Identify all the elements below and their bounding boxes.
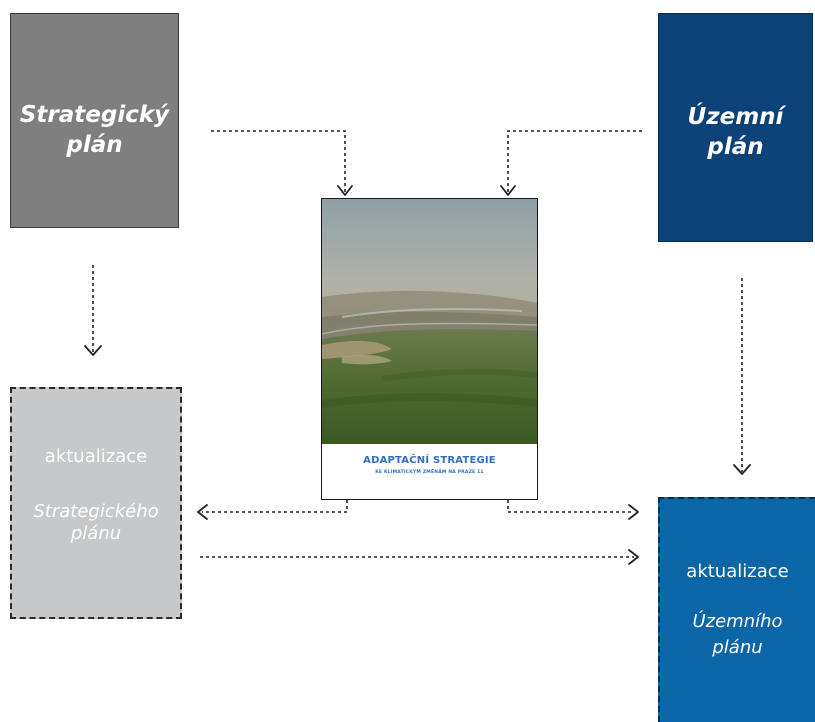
arrowhead-right-update-territorial-lower <box>628 549 639 565</box>
update-strategic-label-line2: Strategického <box>33 501 159 522</box>
arrow-cover-to-update-strategic <box>202 500 348 513</box>
arrowhead-left-update-strategic <box>197 504 208 520</box>
update-territorial-plan-box: aktualizace Územního plánu <box>658 497 815 722</box>
arrowhead-down-update-territorial <box>733 464 751 475</box>
territorial-plan-label-line1: Územní <box>687 104 784 130</box>
update-strategic-plan-box: aktualizace Strategického plánu <box>10 387 182 619</box>
strategic-plan-box: Strategický plán <box>10 13 179 228</box>
arrow-territorial-plan-to-cover <box>507 130 642 193</box>
aerial-landscape-photo <box>322 199 537 444</box>
arrowhead-down-right-cover <box>500 185 516 196</box>
update-territorial-label-line3: plánu <box>712 637 763 658</box>
update-strategic-label-line1: aktualizace <box>44 446 148 467</box>
adaptation-strategy-cover: ADAPTAČNÍ STRATEGIE KE KLIMATICKÝM ZMĚNÁ… <box>321 198 538 500</box>
update-territorial-label-line2: Územního <box>692 611 783 632</box>
arrowhead-down-left-cover <box>337 185 353 196</box>
cover-subtitle: KE KLIMATICKÝM ZMĚNÁM NA PRAZE 11 <box>375 470 484 475</box>
arrowhead-down-update-strategic <box>84 345 102 356</box>
update-territorial-label-line1: aktualizace <box>686 561 789 582</box>
strategic-plan-label-line2: plán <box>66 132 123 158</box>
arrow-cover-to-update-territorial <box>507 500 634 513</box>
territorial-plan-label-line2: plán <box>707 134 764 160</box>
cover-title: ADAPTAČNÍ STRATEGIE <box>363 455 496 466</box>
update-strategic-label-line3: plánu <box>70 523 122 544</box>
strategic-plan-label-line1: Strategický <box>19 102 170 128</box>
territorial-plan-box: Územní plán <box>658 13 813 242</box>
arrow-strategic-plan-to-cover <box>211 130 346 193</box>
arrowhead-right-update-territorial-upper <box>628 504 639 520</box>
